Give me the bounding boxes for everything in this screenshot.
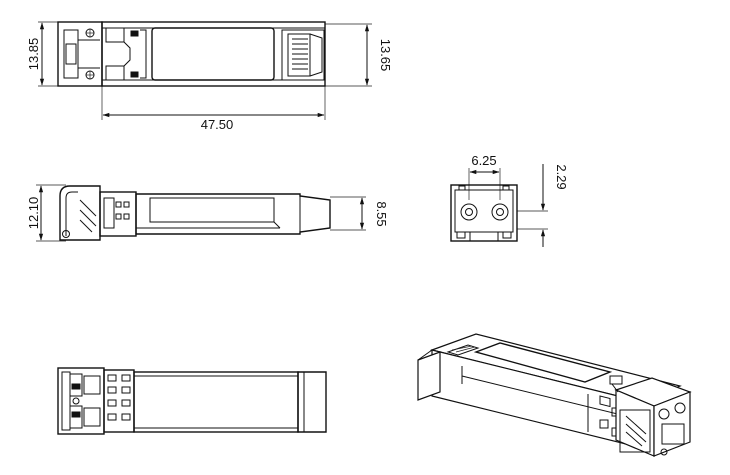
top-length-label: 47.50 (201, 117, 234, 132)
side-view-body (135, 193, 331, 235)
iso-latch-hatching (619, 409, 651, 453)
bottom-view (57, 367, 327, 435)
side-right-height-label: 8.55 (374, 201, 389, 226)
isometric-view (417, 333, 692, 457)
end-view-port-right (491, 203, 509, 221)
top-view: 13.85 13.65 47.50 (26, 21, 393, 132)
iso-rear-tail (417, 351, 441, 401)
side-view-label-area (149, 197, 275, 223)
side-left-height-label: 12.10 (26, 197, 41, 230)
end-view: 6.25 2.29 (450, 153, 569, 247)
bottom-view-body (133, 371, 299, 433)
iso-label-area (473, 342, 613, 383)
side-view: 12.10 8.55 (26, 184, 389, 242)
top-left-height-label: 13.85 (26, 38, 41, 71)
top-view-contacts (292, 38, 308, 70)
bottom-view-tail (297, 371, 327, 433)
end-view-port-left (460, 203, 478, 221)
end-offset-label: 2.29 (554, 164, 569, 189)
top-right-height-label: 13.65 (378, 39, 393, 72)
top-view-label-area (151, 27, 275, 81)
end-pitch-label: 6.25 (471, 153, 496, 168)
top-view-body (101, 21, 326, 87)
side-view-latch (59, 185, 101, 241)
top-view-front-latch (57, 21, 103, 87)
bottom-view-front (57, 367, 105, 435)
